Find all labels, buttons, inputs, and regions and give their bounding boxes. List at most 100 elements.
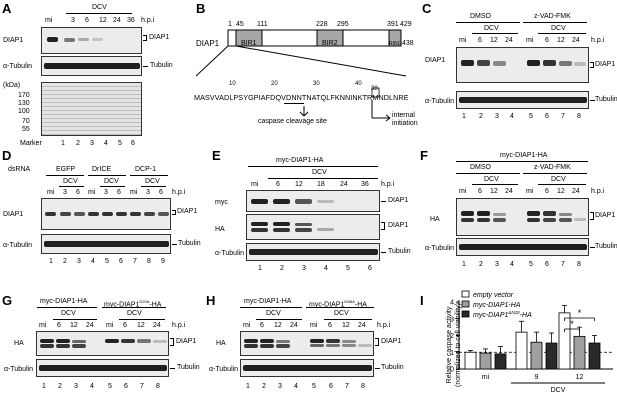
- bir2-label: BIR2: [322, 40, 338, 47]
- lane-num: 6: [368, 265, 372, 272]
- lane-num: 4: [510, 261, 514, 268]
- diap1-marker: DIAP1: [177, 208, 198, 215]
- panel-label-c: C: [422, 1, 432, 16]
- row-label-tubulin: α-Tubulin: [209, 366, 239, 373]
- tubulin-marker: Tubulin: [381, 364, 404, 371]
- lane-num: 1: [258, 265, 262, 272]
- bar: [558, 312, 571, 370]
- time-label: 6: [276, 181, 280, 188]
- lane-num: 6: [124, 383, 128, 390]
- initiation-label: initiation: [392, 120, 418, 127]
- time-label: 12: [295, 181, 303, 188]
- time-label: mi: [106, 322, 114, 329]
- blot-f-tubulin: [456, 238, 589, 256]
- time-label: 18: [317, 181, 325, 188]
- lane-num: 1: [462, 261, 466, 268]
- dcv-label: DCV: [334, 310, 349, 317]
- marker-label: Marker: [20, 140, 42, 147]
- hpi-label: h.p.i: [377, 322, 391, 329]
- cleavage-underline: [284, 103, 304, 104]
- x-tick-label: 9: [535, 374, 539, 381]
- x-tick-label: mi: [482, 374, 490, 381]
- coomassie-gel: [41, 82, 142, 136]
- band: [92, 38, 103, 41]
- lane-num: 7: [561, 113, 565, 120]
- panel-label-f: F: [420, 148, 428, 163]
- bar: [479, 352, 492, 370]
- group-label: DCP-1: [135, 166, 157, 173]
- lane-num: 4: [510, 113, 514, 120]
- hpi-label: h.p.i: [172, 189, 186, 196]
- construct-label: myc-DIAP1-HA: [276, 157, 324, 164]
- dcv-label: DCV: [312, 169, 327, 176]
- row-label-diap1: DIAP1: [3, 37, 24, 44]
- time-label: 12: [70, 322, 78, 329]
- time-label: 6: [545, 188, 549, 195]
- pos-429: 429: [400, 21, 412, 28]
- pos-111: 111: [257, 21, 268, 28]
- sig-star: *: [570, 319, 574, 329]
- time-label: 24: [113, 17, 121, 24]
- dcv-label: DCV: [104, 178, 119, 185]
- bir1-domain: [235, 29, 263, 47]
- time-label: 6: [85, 17, 89, 24]
- time-label: 12: [557, 37, 565, 44]
- bir2-domain: [316, 29, 344, 47]
- lane-num: 4: [104, 140, 108, 147]
- lane-num: 3: [495, 261, 499, 268]
- hpi-label: h.p.i: [381, 181, 395, 188]
- y-tick-label: 3: [450, 316, 454, 323]
- lane-num: 5: [118, 140, 122, 147]
- dcv-line: [66, 13, 132, 14]
- time-label: mi: [39, 322, 47, 329]
- time-label: mi: [45, 17, 53, 24]
- time-label: 12: [490, 188, 498, 195]
- tubulin-marker: Tubulin: [595, 243, 617, 250]
- dmso-label: DMSO: [470, 13, 491, 20]
- row-label-tubulin: α-Tubulin: [4, 366, 34, 373]
- lane-num: 5: [105, 258, 109, 265]
- diap1-marker: DIAP1: [176, 338, 197, 345]
- dcv-label: DCV: [266, 310, 281, 317]
- time-label: 36: [361, 181, 369, 188]
- time-label: mi: [459, 37, 467, 44]
- time-label: 6: [260, 322, 264, 329]
- blot-h-ha: [240, 331, 374, 356]
- blot-e-tubulin: [246, 243, 380, 261]
- lane-num: 4: [91, 258, 95, 265]
- blot-c-diap1: [456, 47, 589, 83]
- time-label: mi: [88, 189, 96, 196]
- time-label: 6: [57, 322, 61, 329]
- seq-num: 20: [271, 81, 278, 87]
- band: [47, 37, 58, 42]
- lane-num: 8: [147, 258, 151, 265]
- marker-size: 100: [18, 108, 30, 115]
- lane-num: 9: [161, 258, 165, 265]
- legend-label: myc-DIAP1-HA: [473, 302, 521, 309]
- zvad-label: z-VAD-FMK: [534, 164, 571, 171]
- diap1-marker: DIAP1: [595, 61, 616, 68]
- bar: [573, 335, 586, 370]
- blot-e-ha: [246, 214, 380, 240]
- time-label: 6: [328, 322, 332, 329]
- protein-name: DIAP1: [196, 39, 220, 48]
- time-label: 24: [290, 322, 298, 329]
- lane-num: 8: [361, 383, 365, 390]
- tubulin-marker: Tubulin: [388, 248, 411, 255]
- construct-label: myc-DIAP1-HA: [40, 298, 88, 305]
- lane-num: 1: [49, 258, 53, 265]
- lane-num: 7: [140, 383, 144, 390]
- lane-num: 4: [90, 383, 94, 390]
- dcv-label: DCV: [551, 25, 566, 32]
- diap1-marker: DIAP1: [595, 212, 616, 219]
- time-label: mi: [526, 188, 534, 195]
- lane-num: 6: [329, 383, 333, 390]
- time-label: mi: [459, 188, 467, 195]
- pos-295: 295: [337, 21, 349, 28]
- time-label: 24: [358, 322, 366, 329]
- bar: [494, 353, 507, 370]
- blot-a-tubulin: [41, 56, 142, 76]
- legend-label: myc-DIAP1ΔN20-HA: [473, 310, 532, 319]
- lane-num: 2: [58, 383, 62, 390]
